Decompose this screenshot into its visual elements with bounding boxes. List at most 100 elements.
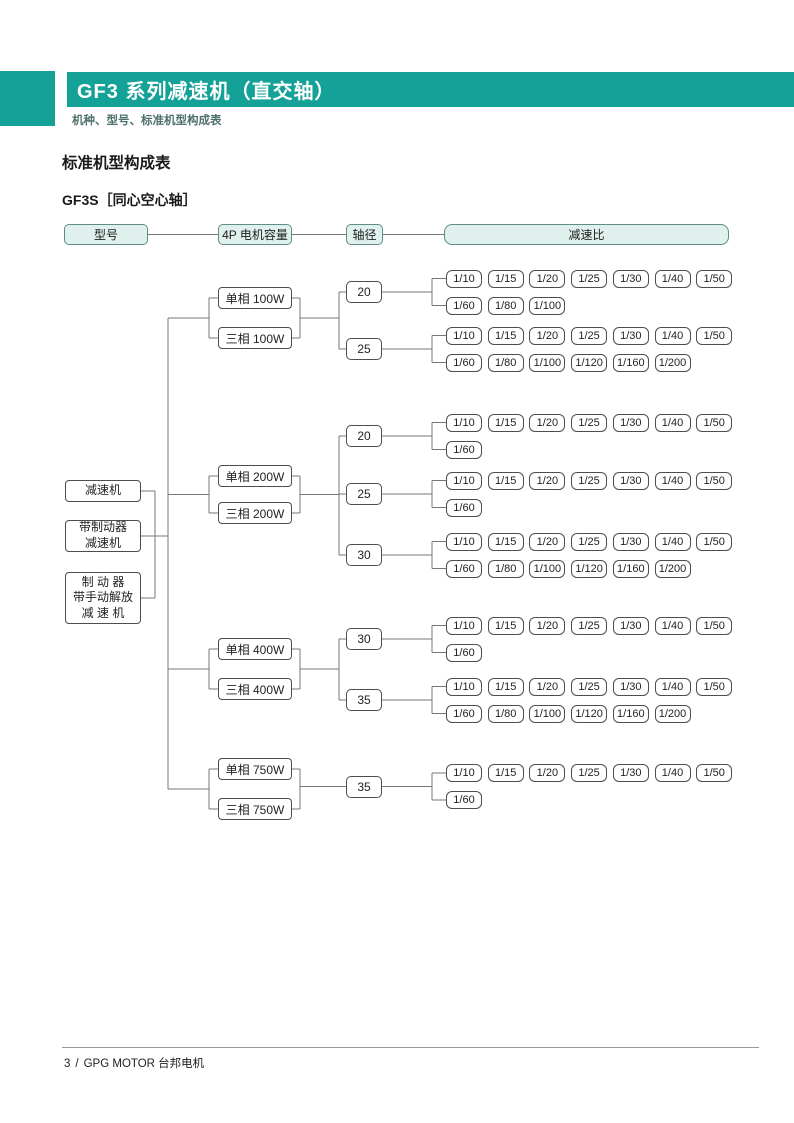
motor-capacity-box: 三相 200W bbox=[218, 502, 292, 524]
reduction-ratio-box: 1/20 bbox=[529, 677, 566, 696]
reduction-ratio-box: 1/80 bbox=[487, 296, 524, 315]
shaft-diameter-box: 20 bbox=[346, 425, 382, 447]
shaft-diameter-box: 35 bbox=[346, 689, 382, 711]
reduction-ratio-box: 1/10 bbox=[446, 326, 482, 345]
reduction-ratio-box: 1/15 bbox=[487, 532, 524, 551]
reduction-ratio-box: 1/30 bbox=[612, 677, 649, 696]
reduction-ratio-box: 1/40 bbox=[654, 616, 691, 635]
motor-capacity-box: 单相 100W bbox=[218, 287, 292, 309]
reduction-ratio-box: 1/15 bbox=[487, 764, 524, 782]
reduction-ratio-box: 1/60 bbox=[446, 440, 482, 459]
model-type-label: 减 速 机 bbox=[81, 605, 125, 620]
reduction-ratio-box: 1/25 bbox=[571, 616, 608, 635]
reduction-ratio-box: 1/80 bbox=[487, 559, 524, 578]
reduction-ratio-box: 1/20 bbox=[529, 764, 566, 782]
reduction-ratio-box: 1/10 bbox=[446, 471, 482, 490]
reduction-ratio-box: 1/120 bbox=[571, 353, 608, 372]
column-header-motor: 4P 电机容量 bbox=[218, 224, 292, 245]
reduction-ratio-box: 1/60 bbox=[446, 704, 482, 723]
reduction-ratio-box: 1/20 bbox=[529, 413, 566, 432]
reduction-ratio-box: 1/50 bbox=[696, 764, 733, 782]
banner-subtitle: 机种、型号、标准机型构成表 bbox=[72, 115, 222, 127]
shaft-diameter-box: 20 bbox=[346, 281, 382, 303]
reduction-ratio-box: 1/40 bbox=[654, 532, 691, 551]
reduction-ratio-box: 1/10 bbox=[446, 413, 482, 432]
reduction-ratio-box: 1/100 bbox=[529, 296, 566, 315]
reduction-ratio-box: 1/25 bbox=[571, 532, 608, 551]
reduction-ratio-box: 1/25 bbox=[571, 326, 608, 345]
reduction-ratio-box: 1/40 bbox=[654, 413, 691, 432]
banner-title: GF3 系列减速机（直交轴） bbox=[77, 81, 336, 103]
reduction-ratio-box: 1/15 bbox=[487, 413, 524, 432]
reduction-ratio-box: 1/20 bbox=[529, 532, 566, 551]
reduction-ratio-box: 1/25 bbox=[571, 677, 608, 696]
reduction-ratio-box: 1/40 bbox=[654, 764, 691, 782]
motor-capacity-box: 三相 750W bbox=[218, 798, 292, 820]
reduction-ratio-box: 1/25 bbox=[571, 471, 608, 490]
reduction-ratio-box: 1/160 bbox=[612, 559, 649, 578]
footer-divider bbox=[62, 1047, 759, 1048]
page-number: 3 bbox=[64, 1058, 71, 1070]
reduction-ratio-box: 1/15 bbox=[487, 269, 524, 288]
motor-capacity-box: 单相 400W bbox=[218, 638, 292, 660]
column-header-ratio: 减速比 bbox=[444, 224, 729, 245]
reduction-ratio-box: 1/15 bbox=[487, 677, 524, 696]
reduction-ratio-box: 1/30 bbox=[612, 269, 649, 288]
shaft-diameter-box: 35 bbox=[346, 775, 382, 798]
reduction-ratio-box: 1/40 bbox=[654, 677, 691, 696]
reduction-ratio-box: 1/160 bbox=[612, 704, 649, 723]
model-type-label: 减速机 bbox=[84, 483, 121, 498]
motor-capacity-box: 三相 400W bbox=[218, 678, 292, 700]
reduction-ratio-box: 1/15 bbox=[487, 471, 524, 490]
model-type-box: 减速机 bbox=[65, 480, 141, 502]
reduction-ratio-box: 1/50 bbox=[696, 677, 733, 696]
reduction-ratio-box: 1/50 bbox=[696, 413, 733, 432]
reduction-ratio-box: 1/30 bbox=[612, 532, 649, 551]
reduction-ratio-box: 1/25 bbox=[571, 269, 608, 288]
reduction-ratio-box: 1/25 bbox=[571, 764, 608, 782]
reduction-ratio-box: 1/50 bbox=[696, 532, 733, 551]
reduction-ratio-box: 1/40 bbox=[654, 326, 691, 345]
reduction-ratio-box: 1/60 bbox=[446, 643, 482, 662]
reduction-ratio-box: 1/20 bbox=[529, 326, 566, 345]
shaft-diameter-box: 25 bbox=[346, 338, 382, 360]
reduction-ratio-box: 1/50 bbox=[696, 616, 733, 635]
reduction-ratio-box: 1/60 bbox=[446, 296, 482, 315]
reduction-ratio-box: 1/10 bbox=[446, 677, 482, 696]
reduction-ratio-box: 1/100 bbox=[529, 353, 566, 372]
column-header-model: 型号 bbox=[64, 224, 148, 245]
reduction-ratio-box: 1/60 bbox=[446, 353, 482, 372]
reduction-ratio-box: 1/60 bbox=[446, 498, 482, 517]
model-type-box: 带制动器减速机 bbox=[65, 520, 141, 552]
reduction-ratio-box: 1/160 bbox=[612, 353, 649, 372]
banner-accent-square bbox=[0, 71, 55, 126]
reduction-ratio-box: 1/80 bbox=[487, 704, 524, 723]
reduction-ratio-box: 1/20 bbox=[529, 269, 566, 288]
model-type-label: 减速机 bbox=[84, 536, 121, 550]
model-type-box: 制 动 器带手动解放减 速 机 bbox=[65, 572, 141, 624]
reduction-ratio-box: 1/120 bbox=[571, 704, 608, 723]
reduction-ratio-box: 1/30 bbox=[612, 471, 649, 490]
reduction-ratio-box: 1/10 bbox=[446, 616, 482, 635]
diagram-series-title: GF3S［同心空心轴］ bbox=[62, 192, 197, 208]
reduction-ratio-box: 1/15 bbox=[487, 326, 524, 345]
motor-capacity-box: 三相 100W bbox=[218, 327, 292, 349]
reduction-ratio-box: 1/80 bbox=[487, 353, 524, 372]
reduction-ratio-box: 1/120 bbox=[571, 559, 608, 578]
section-title: 标准机型构成表 bbox=[62, 155, 171, 172]
shaft-diameter-box: 25 bbox=[346, 483, 382, 505]
reduction-ratio-box: 1/30 bbox=[612, 413, 649, 432]
reduction-ratio-box: 1/15 bbox=[487, 616, 524, 635]
reduction-ratio-box: 1/200 bbox=[654, 704, 691, 723]
reduction-ratio-box: 1/200 bbox=[654, 353, 691, 372]
reduction-ratio-box: 1/25 bbox=[571, 413, 608, 432]
reduction-ratio-box: 1/50 bbox=[696, 269, 733, 288]
reduction-ratio-box: 1/10 bbox=[446, 764, 482, 782]
reduction-ratio-box: 1/60 bbox=[446, 559, 482, 578]
column-header-shaft: 轴径 bbox=[346, 224, 383, 245]
reduction-ratio-box: 1/30 bbox=[612, 616, 649, 635]
reduction-ratio-box: 1/10 bbox=[446, 532, 482, 551]
page-banner: GF3 系列减速机（直交轴） bbox=[67, 72, 794, 107]
